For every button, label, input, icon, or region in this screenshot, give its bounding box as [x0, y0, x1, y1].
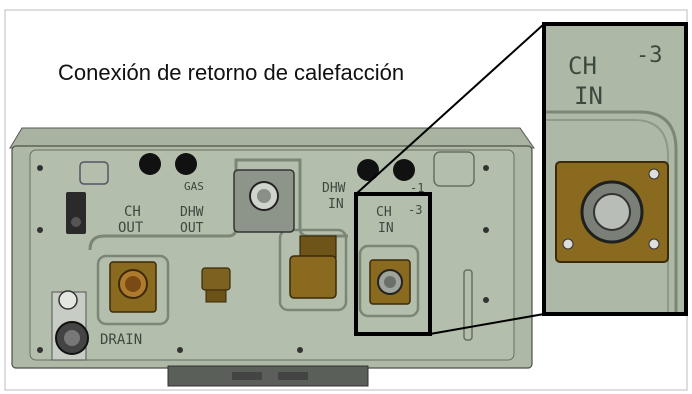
- screw: [483, 297, 489, 303]
- dhw-in-valve: [299, 235, 337, 259]
- label-marker-3: -3: [408, 203, 422, 217]
- callout-channel: [546, 110, 678, 312]
- bracket-slot: [278, 372, 308, 380]
- callout-label-ch: CH: [568, 52, 597, 80]
- screw: [483, 227, 489, 233]
- label-drain: DRAIN: [100, 332, 142, 348]
- unit-top-cover: [9, 127, 535, 149]
- screw: [37, 165, 43, 171]
- panel-screws: [37, 165, 489, 353]
- label-ch-in-line1: CH: [376, 205, 392, 220]
- drain-top-cap: [58, 290, 78, 310]
- screw: [483, 165, 489, 171]
- callout-label-marker: -3: [636, 43, 663, 68]
- vent-hole: [393, 159, 415, 181]
- callout-leader-top: [355, 23, 545, 195]
- label-dhw-in-line1: DHW: [322, 181, 346, 196]
- vent-hole: [175, 153, 197, 175]
- dhw-out-fitting: [201, 267, 231, 291]
- ch-out-bore: [125, 276, 141, 292]
- callout-screw: [562, 238, 574, 250]
- dhw-in-recess: [278, 228, 348, 312]
- label-dhw-in-line2: IN: [328, 197, 344, 212]
- vent-hole: [357, 159, 379, 181]
- dhw-out-nut: [205, 289, 227, 303]
- screw: [37, 347, 43, 353]
- right-side-slot: [463, 269, 473, 341]
- ch-in-recess: [358, 244, 420, 318]
- callout-fitting-bore: [593, 193, 631, 231]
- label-ch-out-line2: OUT: [118, 220, 144, 236]
- dhw-in-body: [289, 255, 337, 299]
- screw: [177, 347, 183, 353]
- callout-label-in: IN: [574, 82, 603, 110]
- callout-zoom: CH IN -3: [542, 22, 688, 316]
- screw: [297, 347, 303, 353]
- label-dhw-out-line1: DHW: [180, 205, 204, 220]
- label-gas: GAS: [184, 180, 204, 193]
- gas-connection-bore: [257, 189, 271, 203]
- label-marker-1: -1: [410, 181, 424, 195]
- mounting-bracket: [167, 365, 369, 387]
- label-ch-out-line1: CH: [124, 204, 141, 220]
- bracket-slot: [232, 372, 262, 380]
- callout-caption: Conexión de retorno de calefacción: [58, 60, 405, 85]
- callout-screw: [648, 168, 660, 180]
- power-connector-hole: [71, 217, 81, 227]
- logo-emblem: [79, 161, 109, 185]
- label-ch-in-line2: IN: [378, 221, 394, 236]
- highlight-box: [354, 192, 432, 336]
- vent-hole: [139, 153, 161, 175]
- right-side-recess: [433, 151, 475, 187]
- screw: [37, 227, 43, 233]
- ch-out-recess: [96, 254, 170, 326]
- callout-channel-inner: [546, 119, 669, 312]
- drain-plug-center: [64, 330, 80, 346]
- callout-screw: [648, 238, 660, 250]
- ch-in-bore: [384, 276, 396, 288]
- callout-leader-bottom: [429, 313, 545, 335]
- power-connector: [66, 192, 86, 234]
- label-dhw-out-line2: OUT: [180, 221, 204, 236]
- panel-channel: [88, 158, 348, 251]
